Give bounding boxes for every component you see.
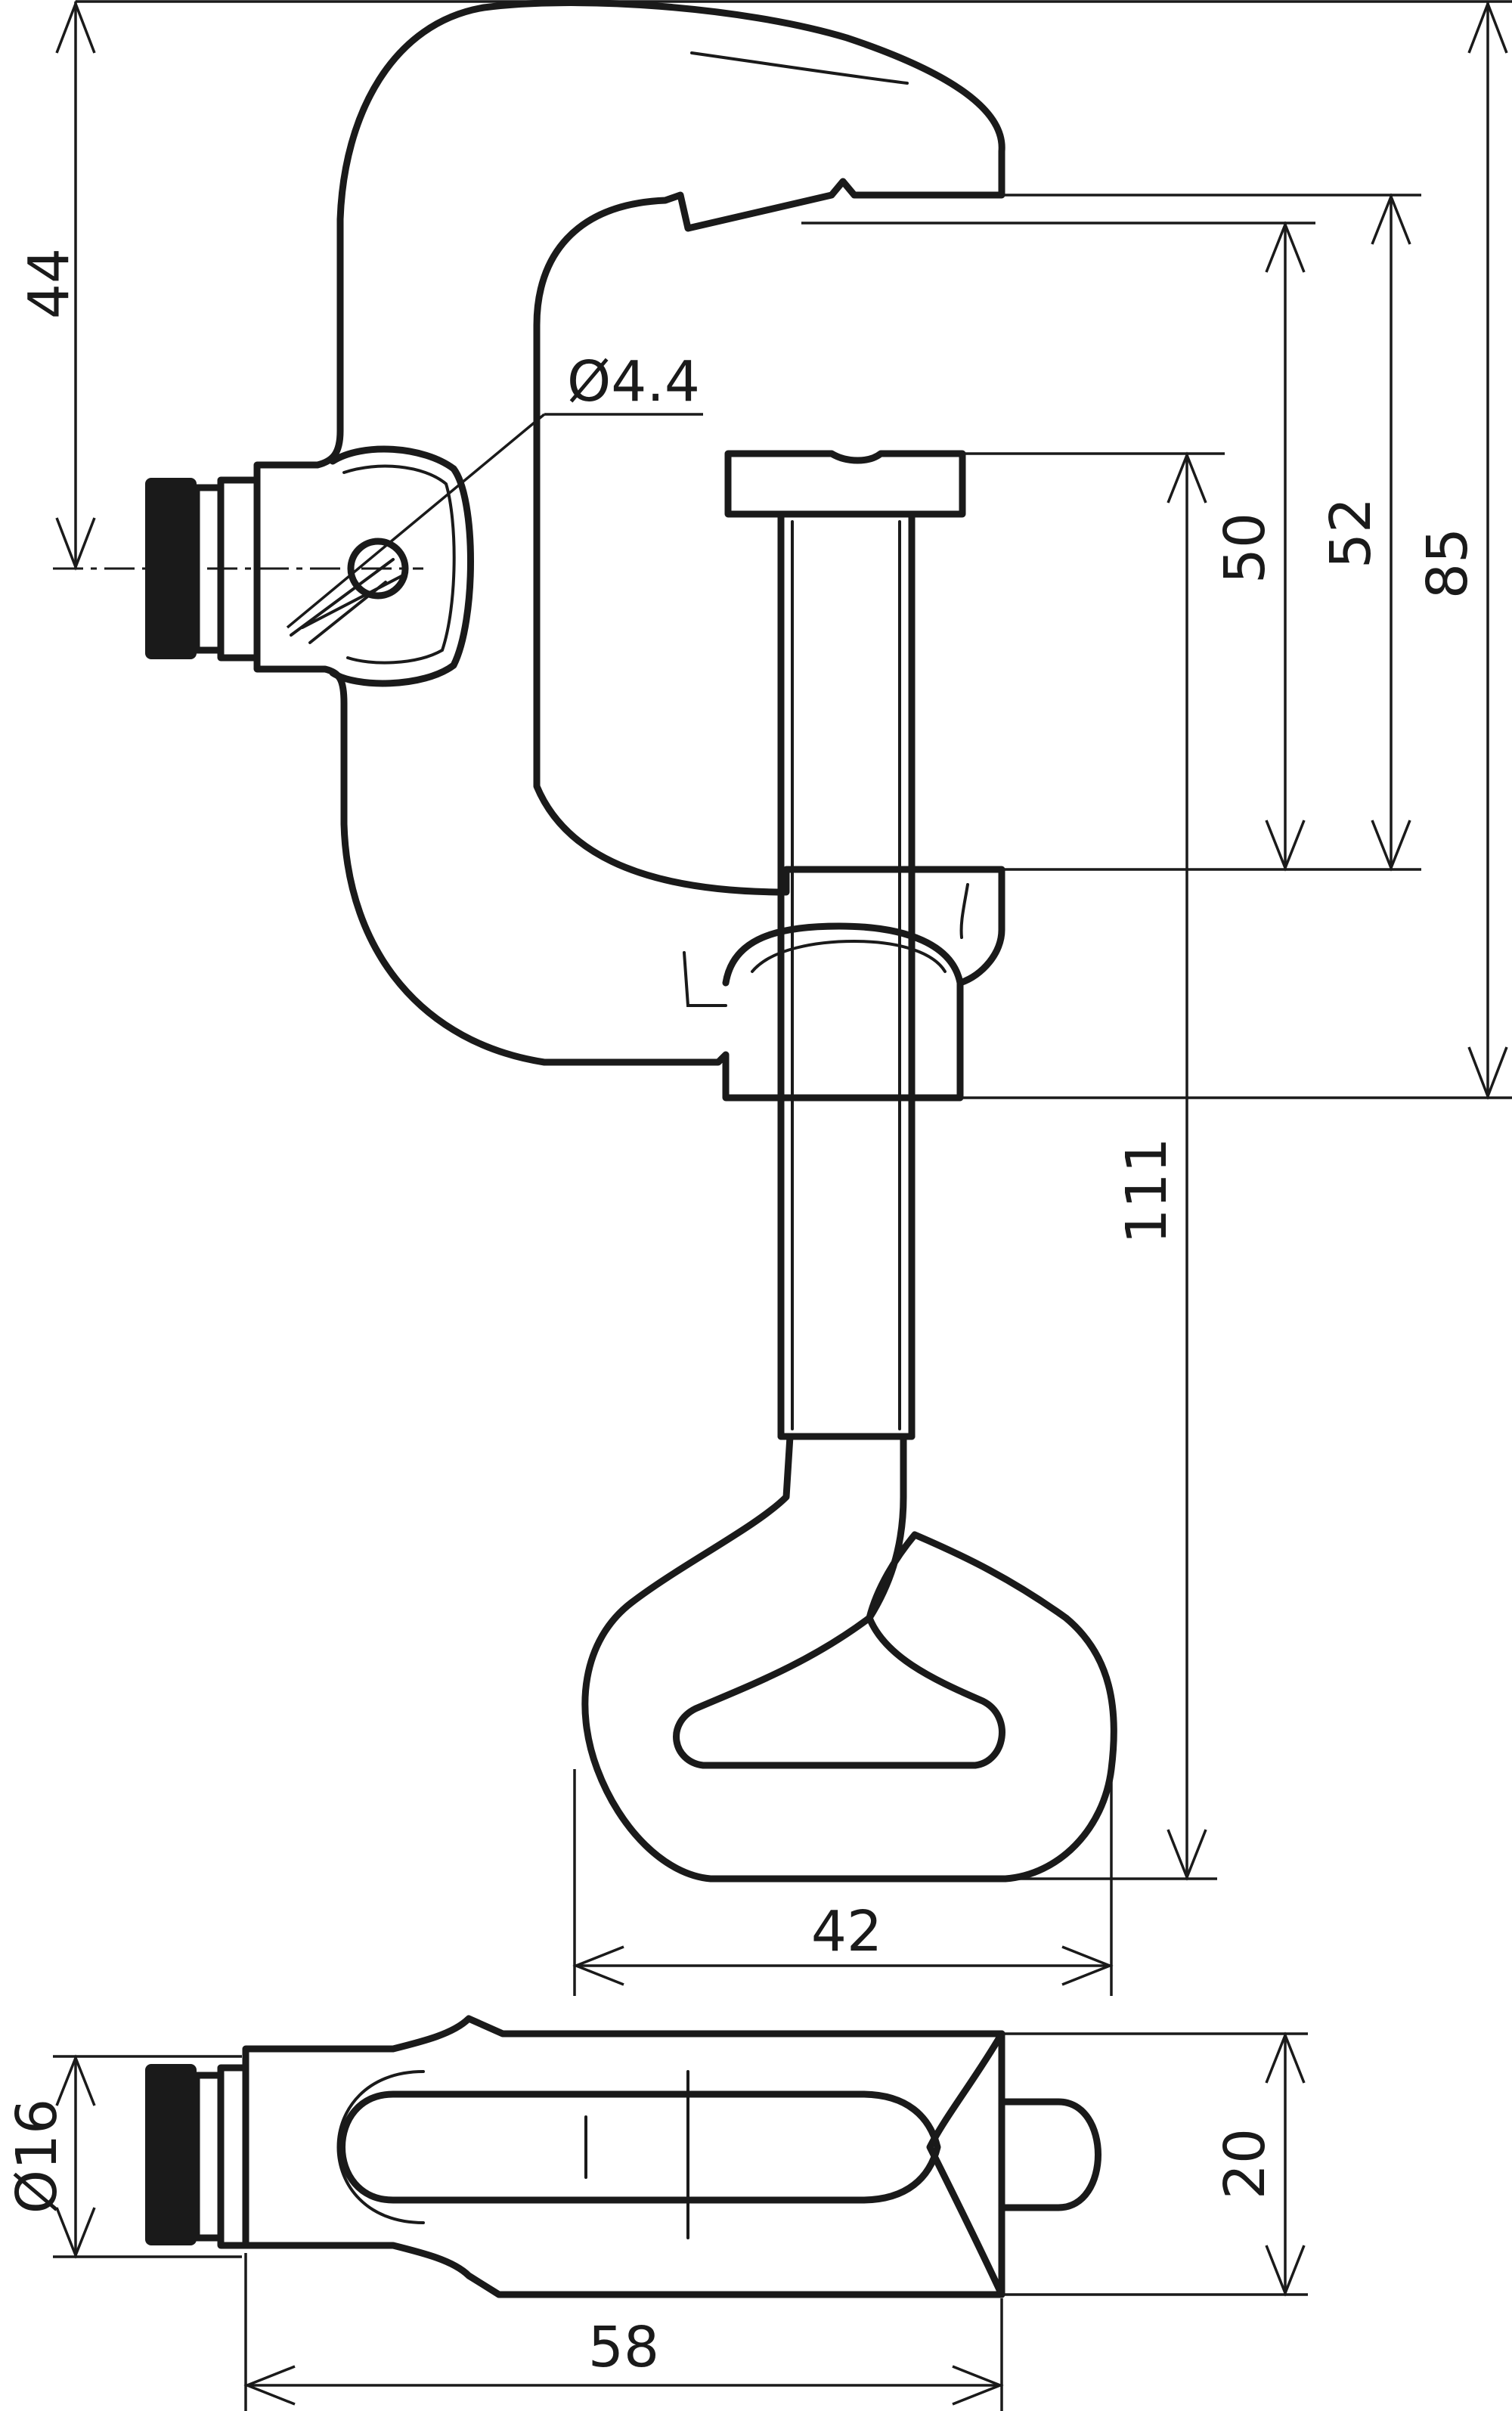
spindle xyxy=(777,510,916,1440)
side-view xyxy=(145,2015,1101,2298)
dimension-labels: Ø4.4 44 50 52 85 111 42 Ø16 20 58 xyxy=(5,248,1480,2380)
upper-jaw-shading xyxy=(690,51,909,85)
dim-label-52: 52 xyxy=(1318,497,1383,569)
dim-label-58: 58 xyxy=(588,2315,659,2380)
hole-hatch xyxy=(290,558,406,644)
knurled-knob-side xyxy=(145,2064,249,2249)
front-view xyxy=(53,0,1117,1883)
side-slot-outer xyxy=(336,2070,425,2224)
side-jaw-face xyxy=(926,2030,1005,2298)
side-slot xyxy=(339,2090,941,2204)
handle-outer xyxy=(581,1433,1117,1883)
dim-label-42: 42 xyxy=(811,1899,882,1964)
dim-label-hole-diameter: Ø4.4 xyxy=(567,349,700,414)
side-pin xyxy=(998,2098,1101,2211)
pressure-plate xyxy=(724,450,966,518)
lower-jaw-boss-inner xyxy=(751,939,947,973)
dim-label-knob-diameter: Ø16 xyxy=(5,2099,70,2214)
dim-label-20: 20 xyxy=(1213,2128,1278,2199)
dim-label-85: 85 xyxy=(1415,528,1480,599)
dimension-lines xyxy=(53,0,1512,2411)
lower-jaw-mark xyxy=(959,883,969,939)
side-body xyxy=(242,2015,1005,2298)
c-frame-outline xyxy=(253,0,1005,1102)
dim-label-44: 44 xyxy=(17,248,82,319)
dim-label-111: 111 xyxy=(1114,1137,1179,1244)
lower-jaw-step xyxy=(683,951,727,1007)
dim-label-50: 50 xyxy=(1213,513,1278,584)
hole-boss xyxy=(329,445,474,687)
lower-jaw-boss xyxy=(722,922,964,987)
hole-boss-inner xyxy=(342,464,456,665)
